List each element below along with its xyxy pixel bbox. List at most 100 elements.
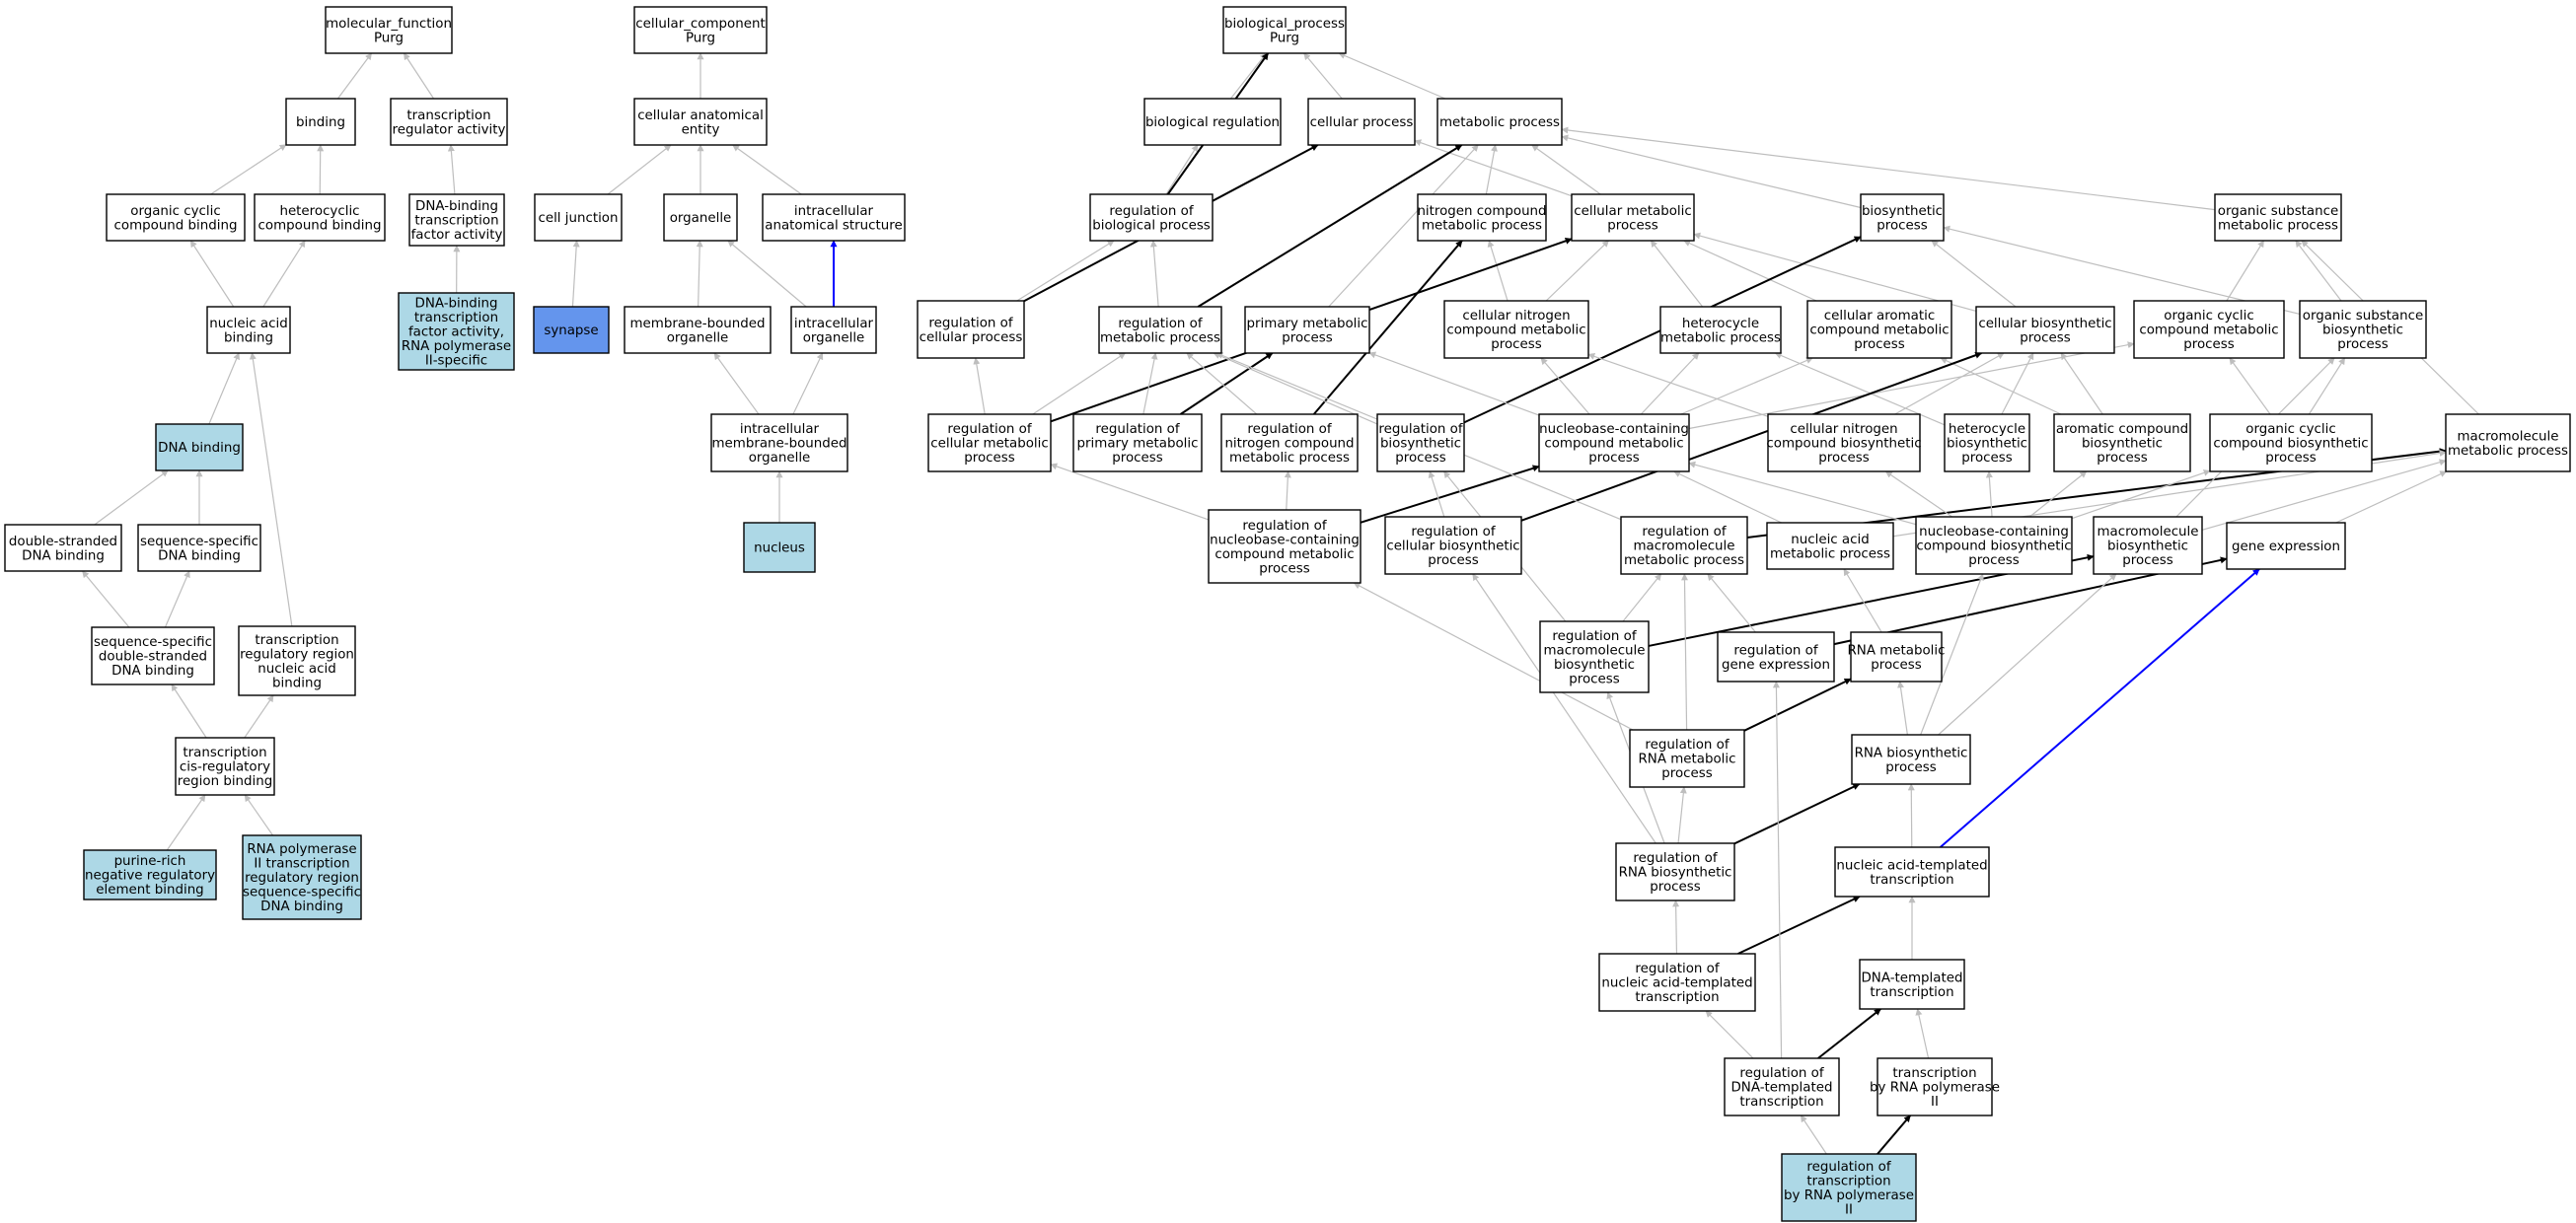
term-node-mp[interactable]: metabolic process xyxy=(1436,98,1563,146)
term-box[interactable] xyxy=(238,625,356,696)
term-box[interactable] xyxy=(1620,516,1748,575)
term-box[interactable] xyxy=(285,98,356,146)
term-box[interactable] xyxy=(2226,522,2346,570)
term-node-binding[interactable]: binding xyxy=(285,98,356,146)
term-box[interactable] xyxy=(1834,846,1990,898)
term-box[interactable] xyxy=(2445,413,2571,472)
term-box[interactable] xyxy=(155,423,244,471)
term-box[interactable] xyxy=(917,300,1025,359)
term-box[interactable] xyxy=(242,834,362,920)
term-node-breg[interactable]: biological regulation xyxy=(1143,98,1282,146)
term-box[interactable] xyxy=(633,98,768,146)
term-box[interactable] xyxy=(533,306,610,354)
term-box[interactable] xyxy=(325,6,453,54)
term-box[interactable] xyxy=(710,413,848,472)
term-box[interactable] xyxy=(1915,516,2073,575)
term-box[interactable] xyxy=(1222,6,1347,54)
term-box[interactable] xyxy=(1143,98,1282,146)
term-box[interactable] xyxy=(2209,413,2373,472)
term-box[interactable] xyxy=(1538,413,1690,472)
term-box[interactable] xyxy=(1806,300,1952,359)
term-box[interactable] xyxy=(1767,413,1921,472)
term-box[interactable] xyxy=(1859,959,1965,1010)
term-box[interactable] xyxy=(743,522,816,573)
term-box[interactable] xyxy=(1944,413,2030,472)
term-node-ge[interactable]: gene expression xyxy=(2226,522,2346,570)
term-box[interactable] xyxy=(2133,300,2285,359)
term-box[interactable] xyxy=(137,524,261,572)
term-box[interactable] xyxy=(398,292,515,371)
term-box[interactable] xyxy=(624,306,772,354)
term-box[interactable] xyxy=(1598,953,1756,1012)
term-box[interactable] xyxy=(2093,516,2203,575)
term-box[interactable] xyxy=(1098,306,1222,354)
term-box[interactable] xyxy=(1376,413,1465,472)
term-node-rmbp[interactable]: regulation ofmacromoleculebiosyntheticpr… xyxy=(1539,620,1650,693)
term-box[interactable] xyxy=(83,849,217,900)
term-box[interactable] xyxy=(1766,522,1894,570)
term-box[interactable] xyxy=(1539,620,1650,693)
term-node-cp[interactable]: cellular process xyxy=(1307,98,1416,146)
term-box[interactable] xyxy=(1436,98,1563,146)
term-box[interactable] xyxy=(1975,306,2115,354)
term-node-rnbcmp[interactable]: regulation ofnucleobase-containingcompou… xyxy=(1208,509,1362,584)
term-box[interactable] xyxy=(254,193,386,242)
term-box[interactable] xyxy=(1629,729,1745,788)
term-box[interactable] xyxy=(1307,98,1416,146)
term-box[interactable] xyxy=(663,193,738,242)
term-box[interactable] xyxy=(1443,300,1589,359)
term-box[interactable] xyxy=(1781,1153,1917,1222)
term-box[interactable] xyxy=(1724,1057,1840,1116)
term-box[interactable] xyxy=(1659,306,1782,354)
term-box[interactable] xyxy=(1877,1057,1993,1116)
term-box[interactable] xyxy=(633,6,768,54)
term-box[interactable] xyxy=(175,737,275,796)
term-node-dnab[interactable]: DNA binding xyxy=(155,423,244,471)
term-box[interactable] xyxy=(1089,193,1214,242)
term-box[interactable] xyxy=(91,626,215,685)
